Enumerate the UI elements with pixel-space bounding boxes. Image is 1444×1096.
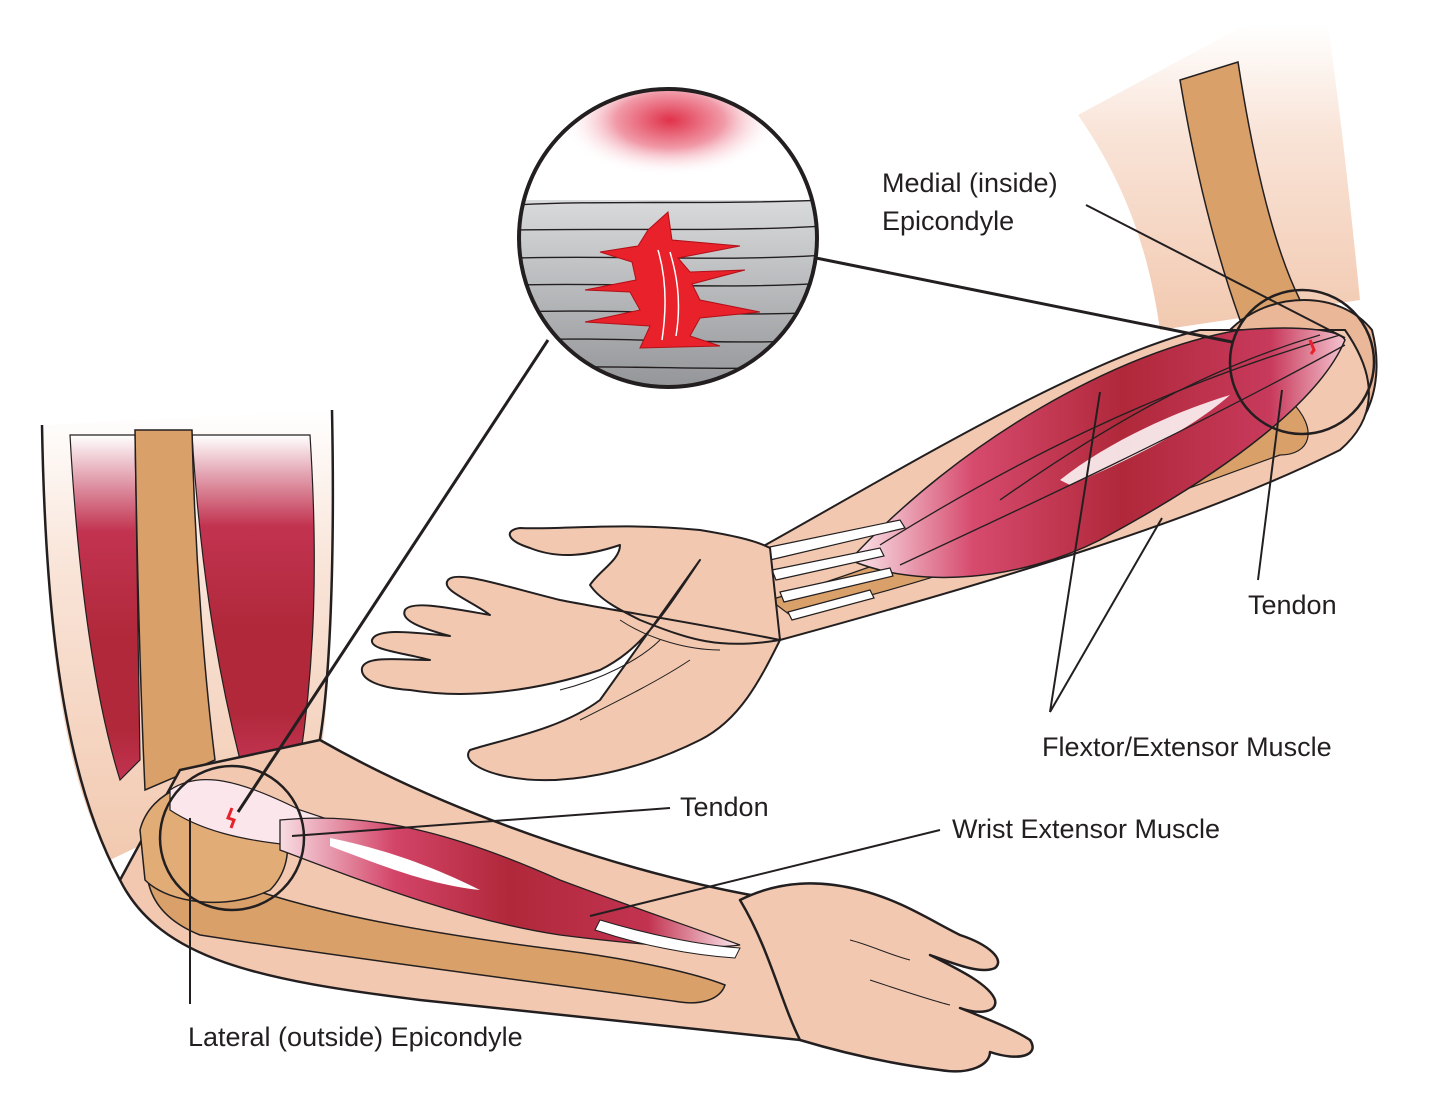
flexor-leader-1 <box>1049 391 1101 713</box>
medial-label-line2: Epicondyle <box>882 206 1014 236</box>
wrist-extensor-highlight <box>330 838 480 890</box>
left-forearm-bone <box>145 838 726 1004</box>
left-arm <box>40 409 1034 1073</box>
tendon-tear-inset <box>517 87 819 389</box>
tendon-lower-leader <box>291 807 671 837</box>
medial-epicondyle-circle <box>1228 288 1376 436</box>
wrist-extensor-tendon <box>594 919 741 959</box>
right-arm <box>360 25 1378 782</box>
wrist-extensor-muscle <box>279 817 741 948</box>
right-muscle-highlight <box>1060 395 1230 485</box>
right-forearm-muscle <box>848 327 1346 579</box>
lateral-epicondyle-circle <box>158 764 306 912</box>
inset-to-lateral-line <box>236 339 550 813</box>
lateral-tear <box>226 807 236 829</box>
tendon-tear-icon <box>584 211 761 349</box>
tendon-upper-leader <box>1257 389 1283 581</box>
left-arm-inner-outline <box>316 409 335 751</box>
inset-circle <box>517 87 819 389</box>
medial-tear <box>1308 339 1316 355</box>
left-upper-arm-muscle <box>69 434 141 782</box>
tendon-upper-label: Tendon <box>1248 590 1337 620</box>
tendon-lower-label: Tendon <box>680 792 769 822</box>
palm-creases <box>559 619 721 721</box>
left-hand <box>738 882 1034 1073</box>
left-hand-creases <box>849 939 951 1006</box>
right-hand <box>360 525 781 782</box>
lateral-epicondyle-label: Lateral (outside) Epicondyle <box>188 1022 523 1052</box>
left-arm-outline <box>40 424 122 881</box>
inset-to-medial-line <box>815 256 1233 344</box>
flexor-leader-2 <box>1049 517 1163 713</box>
leader-lines <box>189 204 1346 1004</box>
wrist-extensor-leader <box>589 829 941 917</box>
wrist-extensor-label: Wrist Extensor Muscle <box>952 814 1220 844</box>
medial-leader <box>1085 204 1346 339</box>
left-humerus <box>134 429 216 792</box>
right-wrist-tendons <box>764 519 906 621</box>
right-muscle-fibers <box>879 334 1346 566</box>
flexor-extensor-label: Flextor/Extensor Muscle <box>1042 732 1332 762</box>
medial-label-line1: Medial (inside) <box>882 168 1058 198</box>
